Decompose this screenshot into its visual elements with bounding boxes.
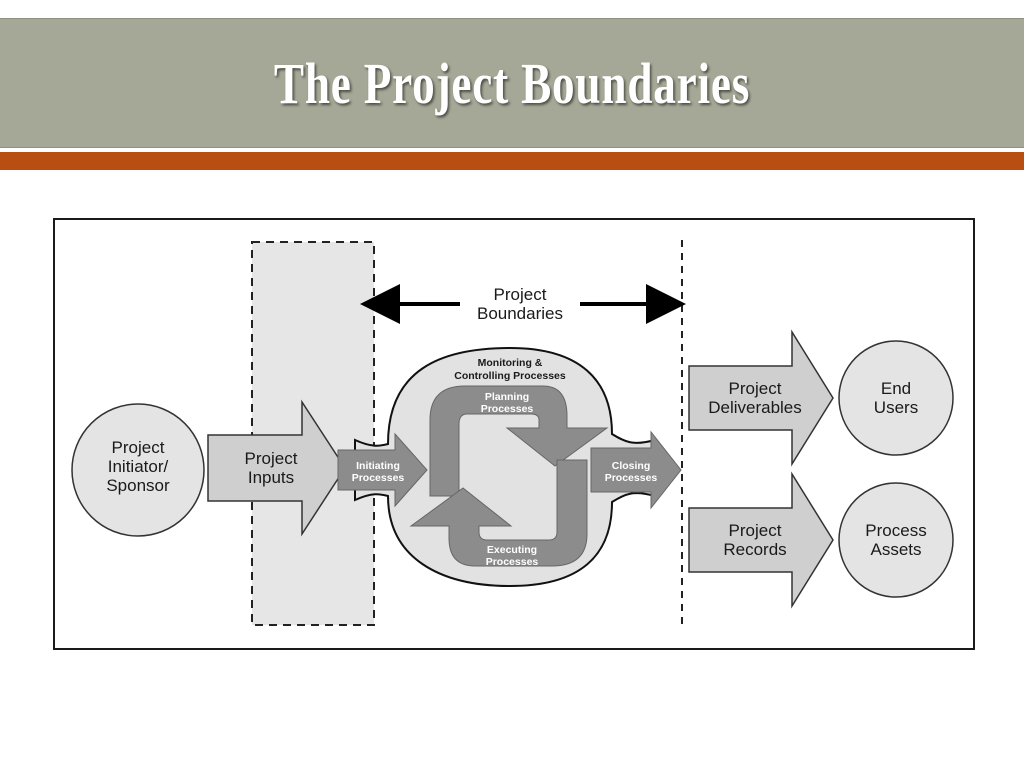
process-assets-circle (838, 482, 954, 598)
executing-line1: Executing (487, 544, 537, 556)
planning-line2: Processes (481, 403, 534, 415)
boundaries-label-line1: Project (494, 285, 547, 304)
project-boundaries-diagram: Project Boundaries Project Initiator/ Sp… (71, 240, 954, 628)
planning-arrow-shape (429, 385, 609, 497)
closing-line1: Closing (612, 460, 651, 472)
initiating-arrow (337, 432, 428, 508)
inputs-line2: Inputs (248, 468, 294, 487)
slide-title: The Project Boundaries (273, 50, 751, 116)
deliverables-line1: Project (729, 379, 782, 398)
project-deliverables-arrow (688, 329, 834, 467)
project-records-arrow (688, 471, 834, 609)
initiator-line3: Sponsor (106, 476, 170, 495)
executing-arrow-shape (409, 459, 588, 567)
project-inputs-arrow (207, 399, 346, 537)
process-assets-line2: Assets (870, 540, 921, 559)
initiating-line1: Initiating (356, 460, 400, 472)
executing-line2: Processes (486, 556, 539, 568)
initiating-line2: Processes (352, 472, 405, 484)
diagram-frame: Project Boundaries Project Initiator/ Sp… (53, 218, 975, 650)
planning-line1: Planning (485, 391, 529, 403)
monitoring-line1: Monitoring & (478, 357, 543, 369)
title-band: The Project Boundaries (0, 18, 1024, 148)
accent-bar (0, 152, 1024, 170)
closing-line2: Processes (605, 472, 658, 484)
initiator-line2: Initiator/ (108, 457, 169, 476)
inputs-line1: Project (245, 449, 298, 468)
project-initiator-circle (71, 403, 205, 537)
deliverables-line2: Deliverables (708, 398, 802, 417)
end-users-circle (838, 340, 954, 456)
records-line1: Project (729, 521, 782, 540)
boundaries-label-line2: Boundaries (477, 304, 563, 323)
process-assets-line1: Process (865, 521, 926, 540)
end-users-line2: Users (874, 398, 918, 417)
monitoring-line2: Controlling Processes (454, 370, 566, 382)
records-line2: Records (723, 540, 786, 559)
end-users-line1: End (881, 379, 911, 398)
closing-arrow (590, 430, 682, 510)
initiator-line1: Project (112, 438, 165, 457)
